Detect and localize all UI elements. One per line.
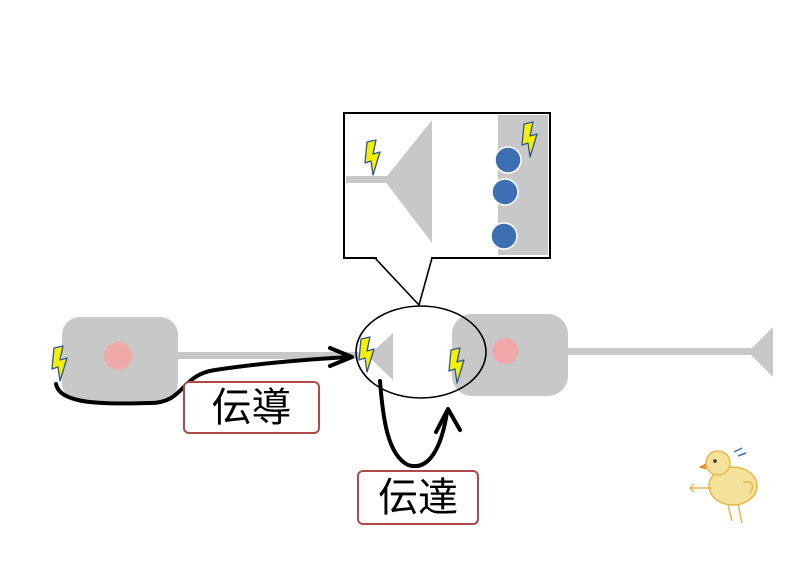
zoom-presynaptic-terminal (384, 120, 432, 243)
left-neuron-nucleus (104, 342, 132, 370)
conduction-label: 伝導 (183, 381, 320, 434)
zoom-vesicle (491, 178, 519, 206)
right-neuron-nucleus (492, 338, 518, 364)
transmission-arrowhead (434, 407, 462, 434)
transmission-label: 伝達 (357, 470, 479, 525)
zoom-axon (346, 176, 389, 183)
zoom-callout-pointer-gap (377, 255, 431, 259)
conduction-arrowhead (328, 346, 354, 368)
lightning-bolt-icon (358, 336, 375, 373)
right-axon-terminal (748, 327, 773, 377)
left-neuron (62, 317, 393, 401)
zoom-vesicle (494, 146, 522, 174)
right-neuron (452, 314, 773, 396)
synapse-highlight-ellipse (355, 305, 487, 399)
left-axon (176, 352, 359, 359)
zoom-vesicle (490, 222, 518, 250)
chick-mascot-icon (688, 447, 758, 524)
transmission-arrow (378, 379, 449, 469)
zoom-callout-pointer (374, 257, 433, 306)
left-axon-terminal (368, 333, 393, 380)
right-axon (566, 348, 751, 355)
